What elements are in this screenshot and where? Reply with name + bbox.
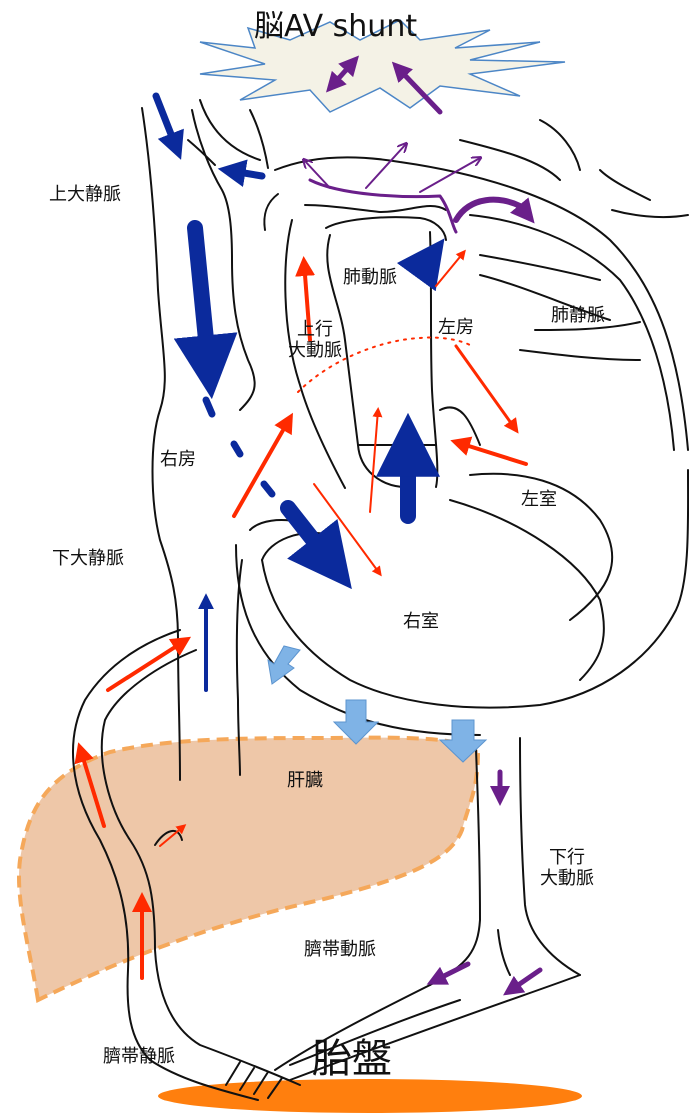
label-descending-aorta: 下行 大動脈 [540,848,594,889]
label-umbilical-artery: 臍帯動脈 [304,940,376,961]
label-placenta: 胎盤 [312,1036,392,1082]
label-umbilical-vein: 臍帯静脈 [103,1047,175,1068]
label-right-atrium: 右房 [160,450,196,471]
label-right-ventricle: 右室 [403,612,439,633]
heart-and-vessels-outline [73,100,688,1100]
venous-flow-arrows [156,96,436,690]
placenta-disc [158,1079,582,1113]
label-descending-aorta-line2: 大動脈 [540,869,594,890]
label-ascending-aorta: 上行 大動脈 [288,320,342,361]
label-pulmonary-vein: 肺静脈 [551,306,605,327]
label-ascending-aorta-line2: 大動脈 [288,341,342,362]
label-descending-aorta-line1: 下行 [540,848,594,869]
label-left-atrium: 左房 [438,318,474,339]
label-ivc: 下大静脈 [52,549,124,570]
label-liver: 肝臓 [287,771,323,792]
label-svc: 上大静脈 [49,185,121,206]
label-pulmonary-artery: 肺動脈 [343,268,397,289]
label-left-ventricle: 左室 [521,490,557,511]
label-ascending-aorta-line1: 上行 [288,320,342,341]
av-shunt-title: 脳AV shunt [254,10,417,45]
